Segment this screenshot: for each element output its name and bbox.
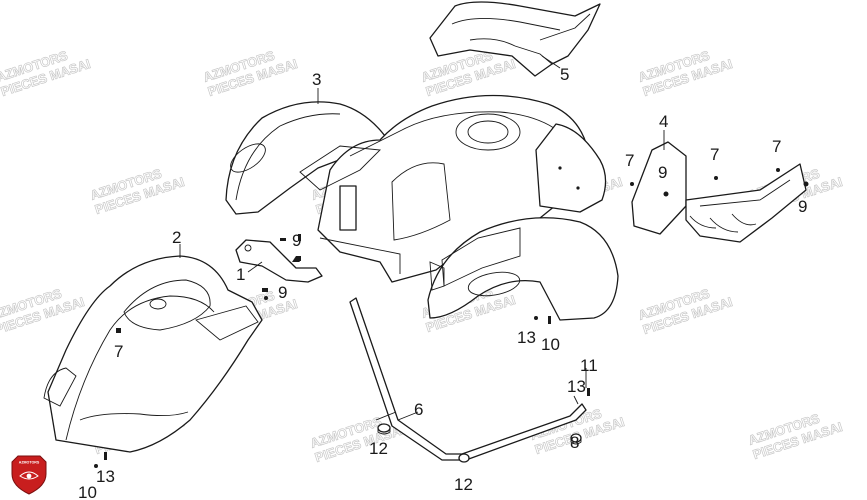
rear-lower-panel [630,141,809,243]
leader-lines [179,55,665,421]
watermark: AZMOTORS PIECES MASAI [88,165,187,217]
rear-grip-cover [429,1,601,77]
hardware [94,234,590,468]
callout-9: 9 [658,163,667,182]
callout-9: 9 [278,283,287,302]
callout-8: 8 [570,433,579,452]
logo-wordmark: AZMOTORS [19,461,40,465]
callout-5: 5 [560,65,569,84]
callout-7: 7 [114,342,123,361]
callout-7: 7 [772,137,781,156]
callout-10: 10 [78,483,97,500]
callout-13: 13 [517,328,536,347]
watermark: AZMOTORS PIECES MASAI [636,47,735,99]
watermark: AZMOTORS PIECES MASAI [636,285,735,337]
callout-4: 4 [659,112,668,131]
callout-13: 13 [567,377,586,396]
right-fender [427,217,619,321]
callout-6: 6 [414,400,423,419]
callout-11: 11 [580,356,598,375]
callout-9: 9 [798,197,807,216]
rear-body-fender [225,94,607,283]
callout-12: 12 [454,475,473,494]
callout-9: 9 [292,231,301,250]
callout-12: 12 [369,439,388,458]
callout-7: 7 [710,145,719,164]
front-fender [43,255,263,453]
callout-1: 1 [236,265,245,284]
brand-logo: AZMOTORS [11,455,47,495]
callout-10: 10 [541,335,560,354]
callout-3: 3 [312,70,321,89]
callout-7: 7 [625,151,634,170]
front-bracket [235,239,323,283]
watermark: AZMOTORS PIECES MASAI [0,47,93,99]
callout-2: 2 [172,228,181,247]
callouts: 3 5 4 7 7 7 9 9 2 1 9 9 7 13 10 11 13 8 … [78,65,807,500]
watermark: AZMOTORS PIECES MASAI [0,285,87,337]
callout-13: 13 [96,467,115,486]
watermark: AZMOTORS PIECES MASAI [201,47,300,99]
watermark: AZMOTORS PIECES MASAI [746,410,845,462]
